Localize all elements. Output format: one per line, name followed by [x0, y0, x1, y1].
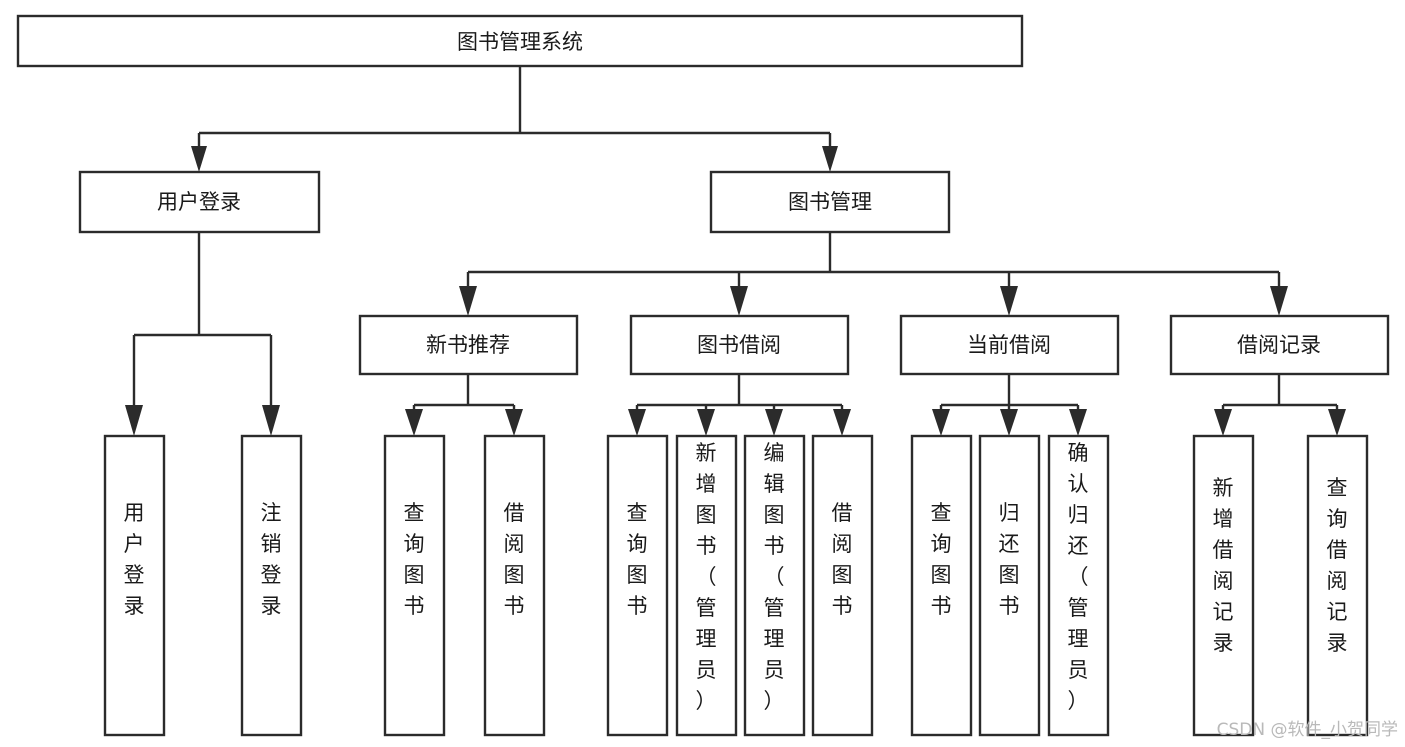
- leaf-user-login-logout[interactable]: 注销登录: [240, 434, 303, 737]
- leaf-borrow-record-query-box[interactable]: [1306, 434, 1369, 737]
- leaf-user-login-logout-label: 注销登录: [261, 501, 282, 618]
- leaf-book-borrow-query-box[interactable]: [606, 434, 669, 737]
- leaf-new-book-query-label: 查询图书: [404, 501, 425, 618]
- arrow-head-leaf-logout: [262, 405, 280, 436]
- leaf-current-borrow-query[interactable]: 查询图书: [910, 434, 973, 737]
- node-new-book-recommend[interactable]: 新书推荐: [358, 314, 579, 376]
- arrow-head-cb-leaf-1: [932, 409, 950, 436]
- node-borrow-record[interactable]: 借阅记录: [1169, 314, 1390, 376]
- leaf-user-login-logout-box[interactable]: [240, 434, 303, 737]
- leaf-book-borrow-add-box[interactable]: [675, 434, 738, 737]
- arrow-head-borrow-record: [1270, 286, 1288, 316]
- leaf-book-borrow-add-label: 新增图书（管理员）: [696, 441, 717, 713]
- leaf-book-borrow-query-label: 查询图书: [627, 501, 648, 618]
- node-borrow-record-box[interactable]: [1169, 314, 1390, 376]
- leaf-user-login-login-box[interactable]: [103, 434, 166, 737]
- leaf-new-book-query-box[interactable]: [383, 434, 446, 737]
- leaf-current-borrow-confirm[interactable]: 确认归还（管理员）: [1047, 434, 1110, 737]
- arrow-head-br-leaf-1: [1214, 409, 1232, 436]
- node-root-box[interactable]: [16, 14, 1024, 68]
- node-current-borrow-box[interactable]: [899, 314, 1120, 376]
- arrow-head-br-leaf-2: [1328, 409, 1346, 436]
- leaf-user-login-login-label: 用户登录: [124, 501, 145, 618]
- node-book-manage-label: 图书管理: [788, 190, 872, 214]
- arrow-head-leaf-user-login: [125, 405, 143, 436]
- node-user-login-label: 用户登录: [157, 190, 241, 214]
- leaf-book-borrow-add[interactable]: 新增图书（管理员）: [675, 434, 738, 737]
- node-book-manage-box[interactable]: [709, 170, 951, 234]
- leaf-book-borrow-borrow[interactable]: 借阅图书: [811, 434, 874, 737]
- arrow-head-bb-leaf-4: [833, 409, 851, 436]
- arrow-head-current-borrow: [1000, 286, 1018, 316]
- node-user-login-box[interactable]: [78, 170, 321, 234]
- leaf-user-login-login[interactable]: 用户登录: [103, 434, 166, 737]
- arrow-head-cb-leaf-3: [1069, 409, 1087, 436]
- leaf-new-book-borrow-box[interactable]: [483, 434, 546, 737]
- node-current-borrow-label: 当前借阅: [967, 333, 1051, 357]
- arrow-head-bb-leaf-2: [697, 409, 715, 436]
- csdn-watermark: CSDN @软件_小贺同学: [1217, 720, 1398, 740]
- arrow-head-bb-leaf-1: [628, 409, 646, 436]
- leaf-current-borrow-return[interactable]: 归还图书: [978, 434, 1041, 737]
- leaf-book-borrow-borrow-box[interactable]: [811, 434, 874, 737]
- leaf-new-book-borrow[interactable]: 借阅图书: [483, 434, 546, 737]
- node-book-borrow[interactable]: 图书借阅: [629, 314, 850, 376]
- node-book-borrow-box[interactable]: [629, 314, 850, 376]
- arrow-head-book-manage: [822, 146, 838, 172]
- arrow-head-book-borrow: [730, 286, 748, 316]
- node-book-manage[interactable]: 图书管理: [709, 170, 951, 234]
- node-root-label: 图书管理系统: [457, 30, 583, 54]
- leaf-borrow-record-query[interactable]: 查询借阅记录: [1306, 434, 1369, 737]
- node-borrow-record-label: 借阅记录: [1237, 333, 1321, 357]
- node-user-login[interactable]: 用户登录: [78, 170, 321, 234]
- arrow-head-nb-leaf-1: [405, 409, 423, 436]
- leaf-current-borrow-confirm-box[interactable]: [1047, 434, 1110, 737]
- leaf-current-borrow-return-label: 归还图书: [999, 501, 1020, 618]
- leaf-current-borrow-return-box[interactable]: [978, 434, 1041, 737]
- leaf-current-borrow-query-box[interactable]: [910, 434, 973, 737]
- arrow-head-user-login: [191, 146, 207, 172]
- leaf-borrow-record-add-label: 新增借阅记录: [1213, 476, 1234, 655]
- leaf-book-borrow-borrow-label: 借阅图书: [832, 501, 853, 618]
- arrow-head-bb-leaf-3: [765, 409, 783, 436]
- leaf-borrow-record-add-box[interactable]: [1192, 434, 1255, 737]
- arrow-head-cb-leaf-2: [1000, 409, 1018, 436]
- arrow-head-new-book-recommend: [459, 286, 477, 316]
- node-root[interactable]: 图书管理系统: [16, 14, 1024, 68]
- node-new-book-recommend-label: 新书推荐: [426, 333, 510, 357]
- arrow-head-nb-leaf-2: [505, 409, 523, 436]
- node-current-borrow[interactable]: 当前借阅: [899, 314, 1120, 376]
- node-book-borrow-label: 图书借阅: [697, 333, 781, 357]
- leaf-borrow-record-add[interactable]: 新增借阅记录: [1192, 434, 1255, 737]
- leaf-book-borrow-edit-label: 编辑图书（管理员）: [764, 441, 785, 713]
- leaf-current-borrow-confirm-label: 确认归还（管理员）: [1068, 441, 1089, 713]
- leaf-book-borrow-query[interactable]: 查询图书: [606, 434, 669, 737]
- leaf-current-borrow-query-label: 查询图书: [931, 501, 952, 618]
- leaf-book-borrow-edit[interactable]: 编辑图书（管理员）: [743, 434, 806, 737]
- leaf-new-book-borrow-label: 借阅图书: [504, 501, 525, 618]
- leaf-new-book-query[interactable]: 查询图书: [383, 434, 446, 737]
- leaf-borrow-record-query-label: 查询借阅记录: [1327, 476, 1348, 655]
- leaf-book-borrow-edit-box[interactable]: [743, 434, 806, 737]
- node-new-book-recommend-box[interactable]: [358, 314, 579, 376]
- connector-layer: [125, 66, 1346, 436]
